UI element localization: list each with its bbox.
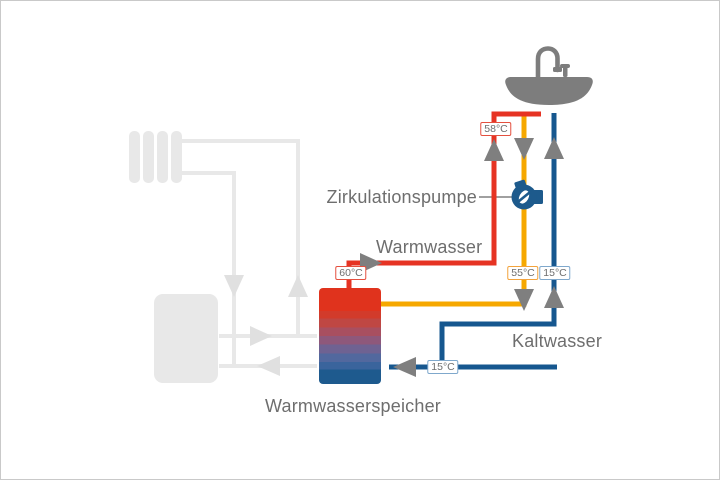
arrow-right-icon [250, 326, 272, 346]
arrow-up-icon [288, 275, 308, 297]
circulation-pipe [381, 114, 527, 307]
arrow-left-icon [393, 357, 416, 377]
cold-water-pipe [389, 113, 557, 370]
storage-tank-icon [319, 288, 381, 384]
temp-badge-circulation-return: 55°C [507, 266, 539, 280]
circulation-pump-icon [511, 179, 543, 210]
temp-badge-tap-flow: 58°C [480, 122, 512, 136]
hot-water-label: Warmwasser [376, 237, 483, 257]
faded-flow-arrows [224, 275, 308, 376]
arrow-down-icon [514, 289, 534, 311]
boiler-icon [154, 294, 218, 383]
temp-badge-tank-outlet: 60°C [335, 266, 367, 280]
temp-badge-cold-riser: 15°C [539, 266, 571, 280]
radiator-icon [129, 131, 182, 183]
circulation-pump-label: Zirkulationspumpe [326, 187, 477, 207]
arrow-left-icon [257, 356, 280, 376]
arrow-up-icon [544, 286, 564, 308]
storage-tank-label: Warmwasserspeicher [265, 396, 441, 416]
sink-icon [505, 46, 593, 105]
arrow-up-icon [544, 137, 564, 159]
cold-water-label: Kaltwasser [512, 331, 603, 351]
temp-badge-cold-inlet: 15°C [427, 360, 459, 374]
faded-heating-system [129, 131, 317, 383]
arrow-down-icon [224, 275, 244, 297]
arrow-down-icon [514, 138, 534, 160]
arrow-up-icon [484, 139, 504, 161]
